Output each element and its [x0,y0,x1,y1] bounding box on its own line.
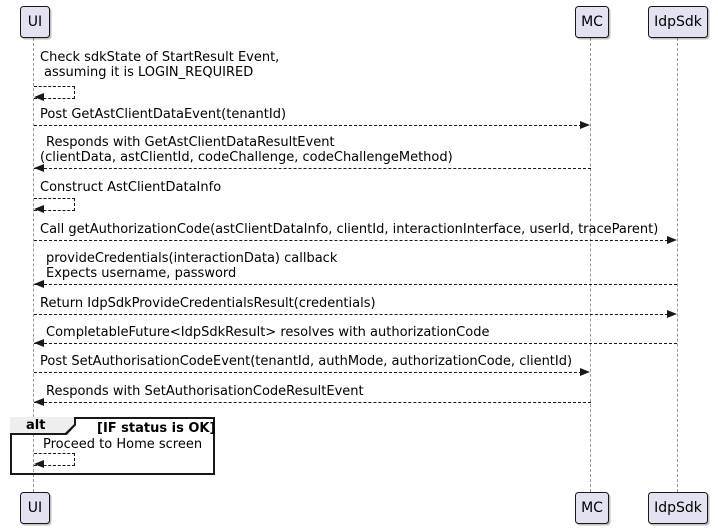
self-message-loop [34,198,75,211]
message-post-getastclientdata: Post GetAstClientDataEvent(tenantId) [40,107,287,122]
participant-mc-top: MC [575,6,609,38]
arrowhead-left-icon [34,93,44,101]
message-responds-getastclientdata-line2: (clientData, astClientId, codeChallenge,… [40,150,453,165]
message-providecredentials-line2: Expects username, password [46,266,237,281]
message-providecredentials-line1: provideCredentials(interactionData) call… [46,251,338,266]
participant-ui-bottom: UI [20,492,50,524]
participant-mc-bottom: MC [575,492,609,524]
message-responds-getastclientdata-line1: Responds with GetAstClientDataResultEven… [46,135,335,150]
message-check-sdkstate-line2: assuming it is LOGIN_REQUIRED [44,65,254,80]
alt-fragment-frame: alt [IF status is OK] [10,417,215,475]
participant-ui-top: UI [20,6,50,38]
self-message-loop [34,453,75,466]
arrowhead-left-icon [34,339,44,347]
message-completablefuture-resolves: CompletableFuture<IdpSdkResult> resolves… [46,325,490,340]
participant-ui-label: UI [27,14,43,30]
alt-operator-tab: alt [10,417,76,435]
arrowhead-left-icon [34,164,44,172]
message-line [34,402,591,403]
participant-mc-label: MC [581,14,603,30]
arrowhead-left-icon [34,460,44,468]
message-check-sdkstate-line1: Check sdkState of StartResult Event, [40,50,280,65]
participant-idpsdk-top: IdpSdk [648,6,708,38]
message-line [34,372,582,373]
participant-idpsdk-bottom: IdpSdk [648,492,708,524]
arrowhead-left-icon [34,280,44,288]
arrowhead-right-icon [580,368,590,376]
message-return-providecredentialsresult: Return IdpSdkProvideCredentialsResult(cr… [40,296,376,311]
message-proceed-home-screen: Proceed to Home screen [43,437,203,452]
lifeline-ui [33,38,34,492]
message-construct-astclientdatainfo: Construct AstClientDataInfo [40,180,222,195]
message-line [34,314,668,315]
lifeline-mc [590,38,591,492]
alt-operator-label: alt [10,417,74,433]
message-line [34,284,677,285]
participant-idpsdk-label: IdpSdk [654,14,702,30]
participant-ui-label: UI [27,500,43,516]
message-line [34,240,668,241]
message-responds-setauthorisationcode: Responds with SetAuthorisationCodeResult… [46,384,364,399]
arrowhead-right-icon [667,236,677,244]
self-message-loop [34,86,75,99]
arrowhead-left-icon [34,398,44,406]
participant-mc-label: MC [581,500,603,516]
message-line [34,125,582,126]
message-call-getauthorizationcode: Call getAuthorizationCode(astClientDataI… [40,222,659,237]
message-line [34,343,677,344]
alt-guard-condition: [IF status is OK] [97,421,216,436]
message-line [34,168,591,169]
participant-idpsdk-label: IdpSdk [654,500,702,516]
message-post-setauthorisationcode: Post SetAuthorisationCodeEvent(tenantId,… [40,354,573,369]
arrowhead-right-icon [667,310,677,318]
arrowhead-right-icon [580,121,590,129]
lifeline-idpsdk [677,38,678,492]
arrowhead-left-icon [34,205,44,213]
